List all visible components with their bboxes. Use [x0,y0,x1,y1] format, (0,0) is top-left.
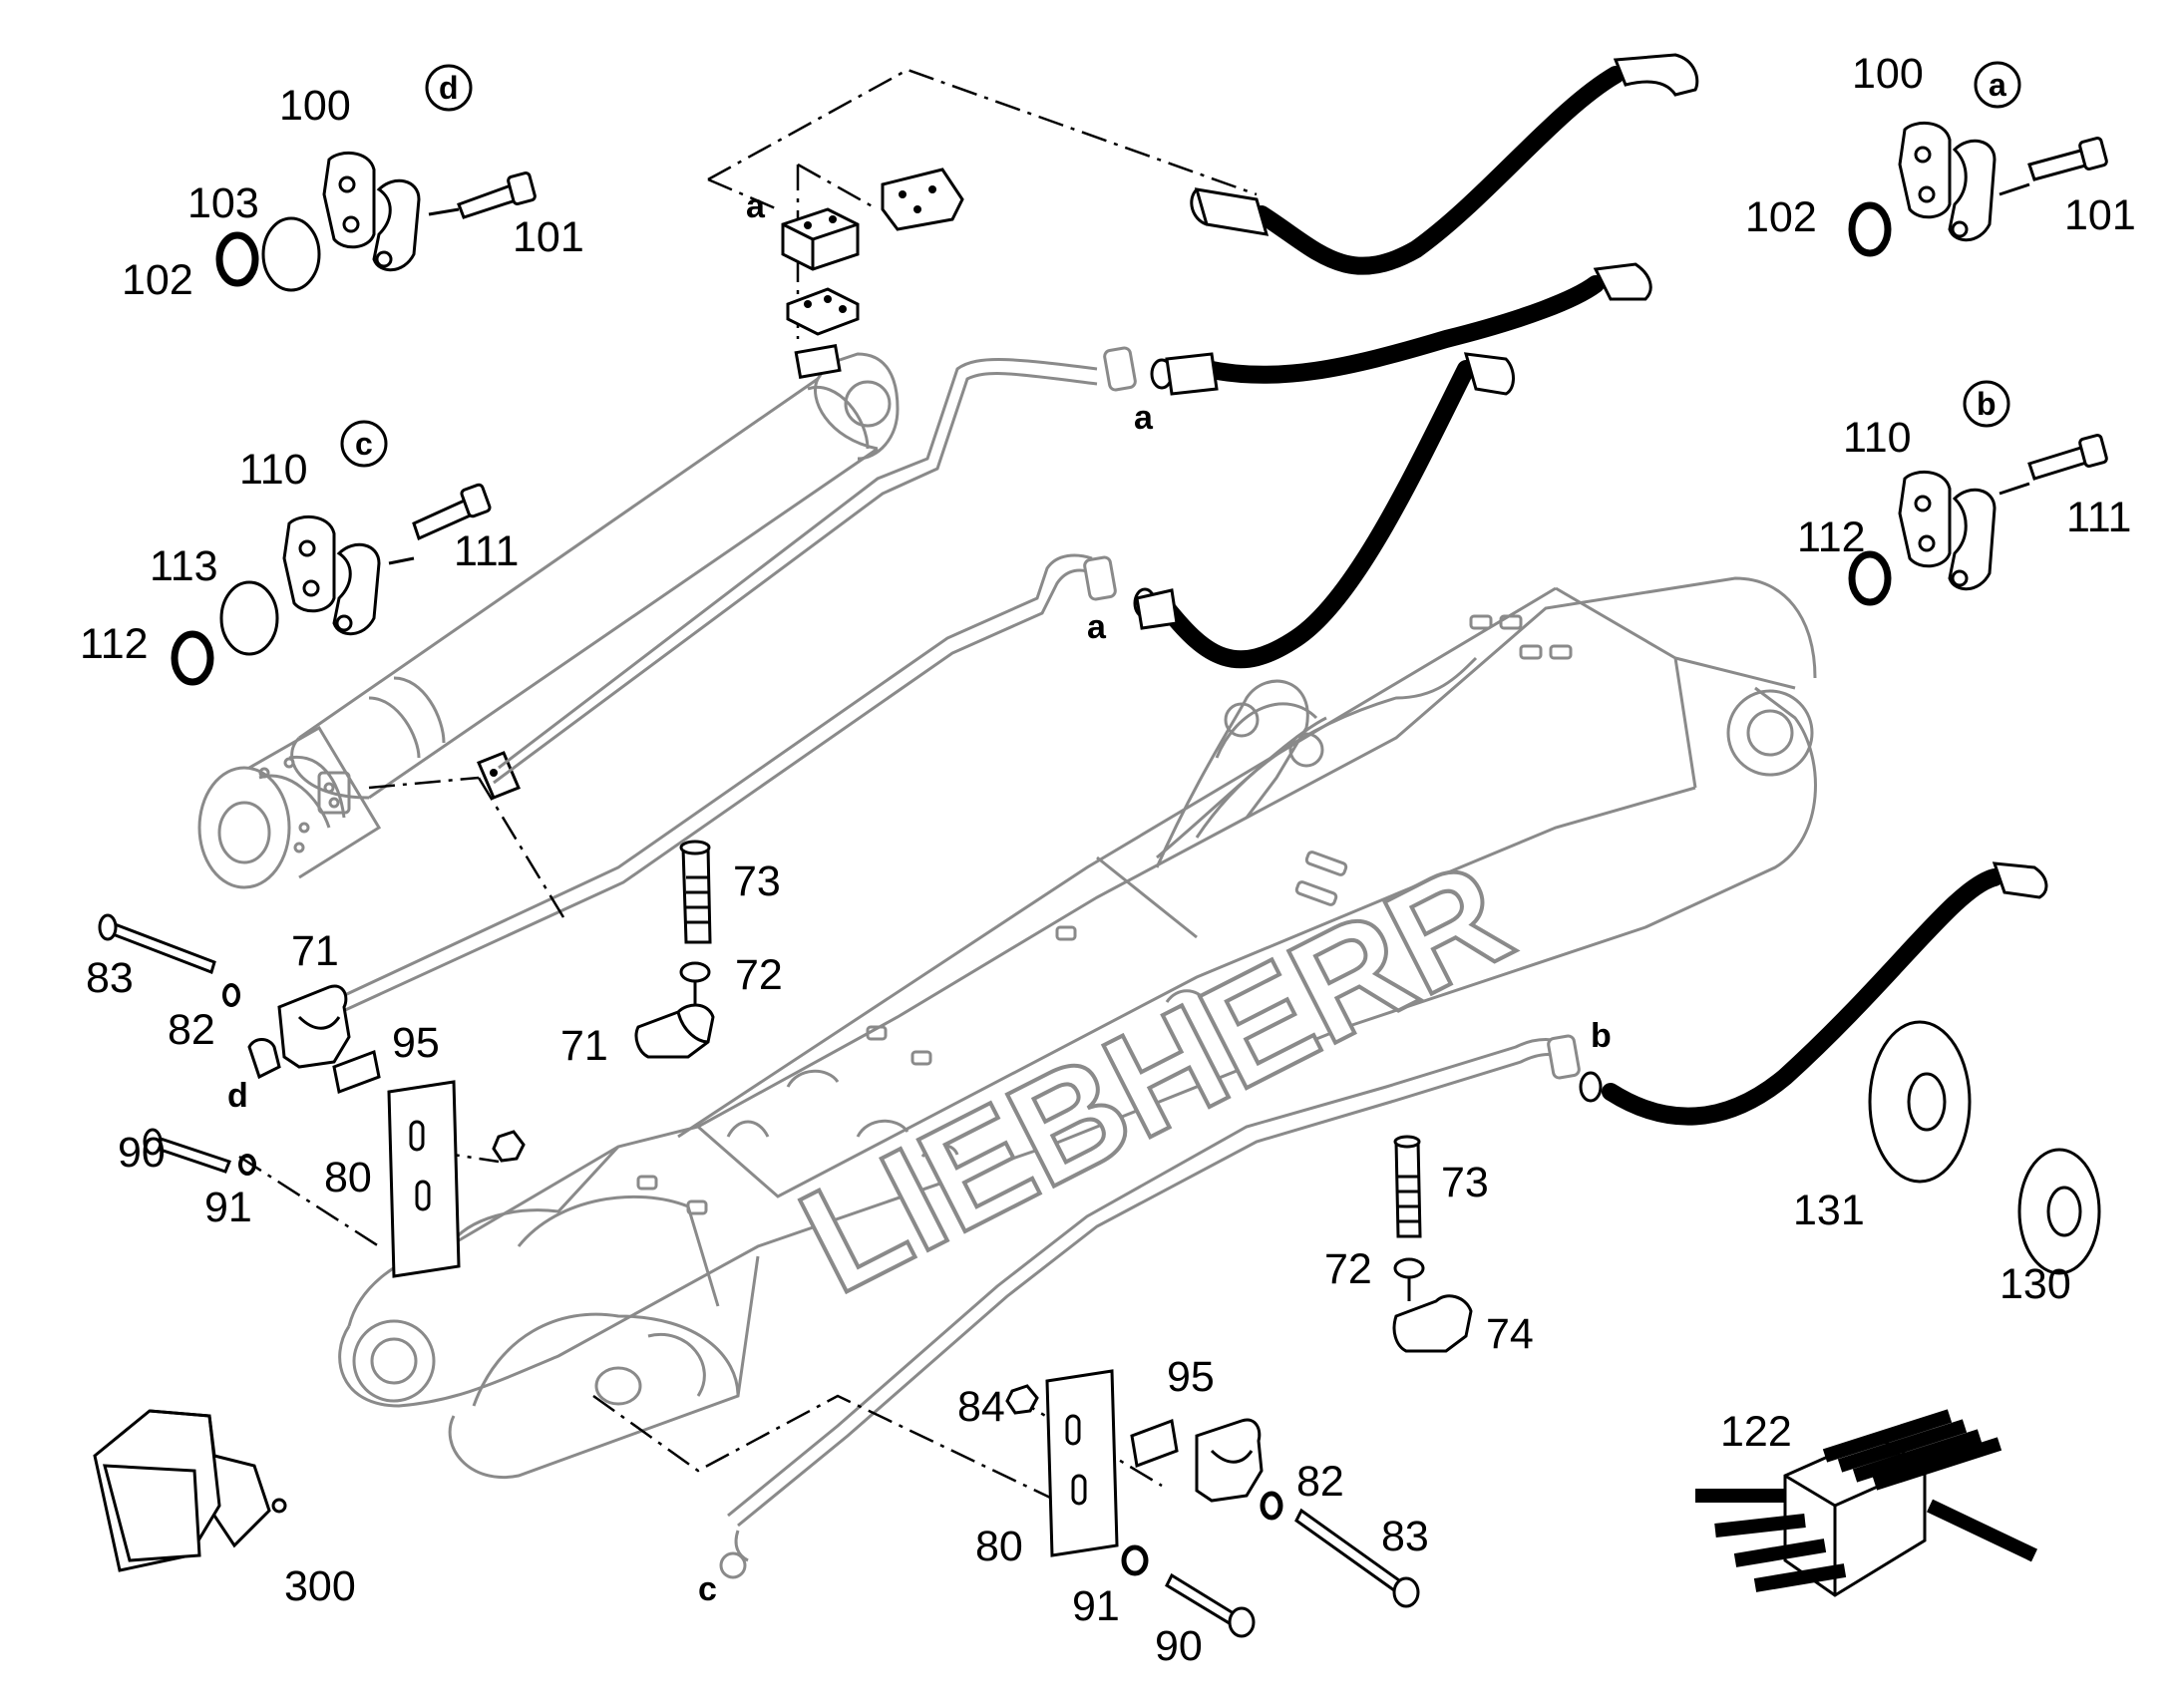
part-number: 72 [735,951,783,999]
svg-text:c: c [355,426,373,462]
part-number: 111 [454,527,519,575]
port-letter: d [227,1077,248,1115]
part-number: 102 [1745,193,1817,241]
port-letter: a [1087,608,1107,646]
part-number: 84 [957,1383,1005,1431]
svg-text:a: a [1989,67,2006,103]
flange-kit-c [171,483,492,686]
manifold-122 [1695,1409,2038,1597]
port-letter: a [746,187,766,225]
callout-d: d [425,64,473,112]
hydraulic-pipes [318,346,1603,1579]
part-number: 73 [1441,1159,1489,1206]
part-number: 112 [1797,513,1866,561]
clamp-left [98,913,526,1278]
part-number: 82 [1296,1458,1344,1506]
part-number: 110 [1843,414,1912,462]
clamp-top-center [634,840,715,1059]
part-number: 101 [513,213,584,261]
port-block-assembly [781,168,964,336]
port-letter: c [698,1570,717,1608]
flange-kit-a [1848,121,2108,257]
part-number: 80 [324,1154,372,1201]
part-number: 300 [284,1562,356,1610]
port-letter: b [1591,1017,1612,1055]
circled-callouts: d c a b [340,61,2021,468]
washer-130 [2017,1148,2101,1275]
part-number: 100 [279,82,351,130]
part-number: 111 [2066,494,2131,541]
part-number: 130 [1999,1260,2071,1308]
part-number: 74 [1486,1310,1534,1358]
callout-b: b [1963,380,2010,428]
part-number: 122 [1720,1408,1792,1456]
part-number: 110 [239,446,308,494]
washer-131 [1868,1020,1972,1184]
part-labels: 100 103 102 101 110 113 112 111 100 102 … [80,50,2136,1670]
part-number: 95 [1167,1353,1215,1401]
part-number: 131 [1793,1187,1865,1234]
part-number: 71 [560,1022,608,1070]
clamp-bottom [1005,1369,1420,1638]
part-number: 91 [204,1184,252,1231]
port-letters: a a a b c d [227,187,1612,1608]
guard-300 [93,1409,287,1572]
part-number: 102 [122,256,193,304]
part-number: 95 [392,1019,440,1067]
part-number: 112 [80,620,149,668]
part-number: 113 [150,542,218,590]
part-number: 90 [1155,1622,1203,1670]
callout-a: a [1974,61,2021,109]
part-number: 80 [975,1523,1023,1570]
part-number: 83 [1381,1513,1429,1560]
hydraulic-hoses [1135,53,2048,1126]
clamp-right-mid [1392,1135,1473,1353]
part-number: 90 [118,1129,166,1177]
flange-kit-d [215,151,537,292]
dash-leaders [238,68,1258,1508]
callout-c: c [340,420,388,468]
part-number: 71 [291,927,339,975]
part-number: 72 [1324,1245,1372,1293]
svg-text:d: d [439,70,459,106]
part-number: 91 [1072,1582,1120,1630]
hydraulic-cylinder [197,343,900,889]
part-number: 82 [168,1006,215,1054]
flange-kit-b [1848,434,2108,606]
svg-text:b: b [1977,386,1997,422]
part-number: 73 [733,857,781,905]
port-letter: a [1134,399,1154,437]
part-number: 101 [2064,191,2136,239]
part-number: 103 [187,179,259,227]
part-number: 100 [1852,50,1924,98]
part-number: 83 [86,954,134,1002]
